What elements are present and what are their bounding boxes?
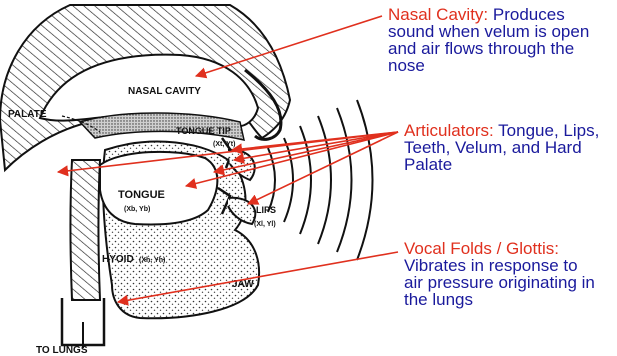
airway-tube bbox=[71, 160, 101, 300]
label-nasal-cavity: NASAL CAVITY bbox=[128, 86, 201, 97]
articulators-line-3: Palate bbox=[404, 155, 452, 174]
label-lips: LIPS bbox=[256, 205, 276, 215]
label-lips-coord: (Xl, Yl) bbox=[254, 221, 276, 228]
nasal-annotation: Nasal Cavity: Produces sound when velum … bbox=[388, 6, 589, 74]
articulators-annotation: Articulators: Tongue, Lips, Teeth, Velum… bbox=[404, 122, 599, 173]
label-tongue-coord: (Xb, Yb) bbox=[124, 206, 150, 213]
label-palate: PALATE bbox=[8, 109, 47, 120]
label-tongue: TONGUE bbox=[118, 189, 165, 201]
label-tongue-tip-coord: (Xt, Yt) bbox=[213, 141, 235, 148]
label-to-lungs: TO LUNGS bbox=[36, 345, 88, 356]
sound-waves bbox=[268, 100, 373, 260]
label-hyoid-coord: (Xh, Yh) bbox=[139, 257, 165, 264]
label-hyoid: HYOID bbox=[102, 254, 134, 265]
vocal-line-3: the lungs bbox=[404, 290, 473, 309]
vocal-annotation: Vocal Folds / Glottis: Vibrates in respo… bbox=[404, 240, 595, 308]
nasal-line-4: nose bbox=[388, 56, 425, 75]
label-tongue-tip: TONGUE TIP bbox=[176, 126, 231, 136]
